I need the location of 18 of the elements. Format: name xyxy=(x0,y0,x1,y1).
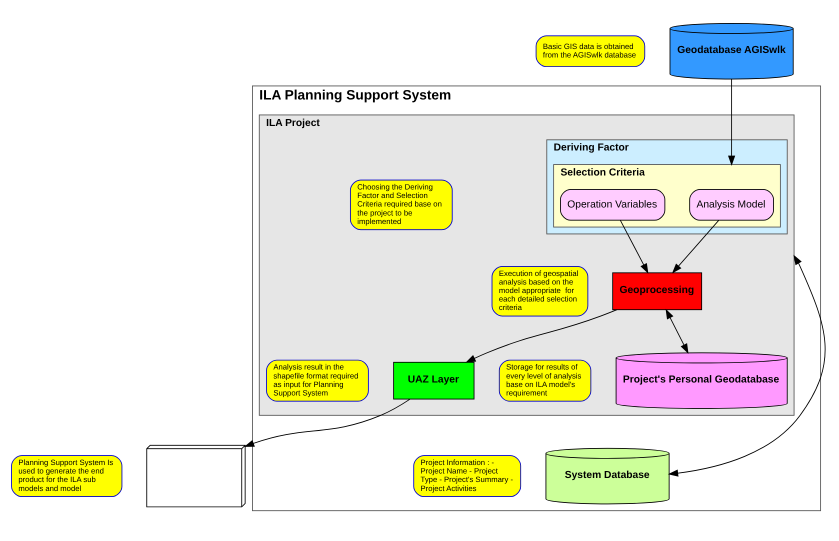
node-box: Basic GIS data is obtained from the AGISwlk database xyxy=(536,35,646,68)
node-box: Analysis result in the shapefile format required as input for Planning Support System xyxy=(266,360,369,402)
arrow xyxy=(668,254,826,477)
node-box: Planning Support System Is used to generate the end product for the ILA sub models and model xyxy=(11,455,122,498)
arrow xyxy=(666,308,689,354)
arrow xyxy=(728,78,736,166)
arrow xyxy=(244,398,410,447)
arrow xyxy=(465,309,618,363)
node-box: Geoprocessing xyxy=(612,272,702,310)
arrow xyxy=(672,220,720,274)
node-box: Storage for results of every level of analysis base on ILA model's requirement xyxy=(498,360,592,402)
node-box: Choosing the Deriving Factor and Selection Criteria required base on the project to be implemented xyxy=(350,180,453,230)
node-box: Operation Variables xyxy=(560,189,666,221)
node-box: Analysis Model xyxy=(689,189,774,221)
node-box: UAZ Layer xyxy=(393,362,474,400)
node-box: Project Information : - Project Name - Project Type - Project's Summary - Project Activities xyxy=(413,455,522,498)
node-box: Execution of geospatial analysis based on the model appropriate for each detailed selection criteria xyxy=(492,266,588,316)
arrow xyxy=(620,220,648,274)
